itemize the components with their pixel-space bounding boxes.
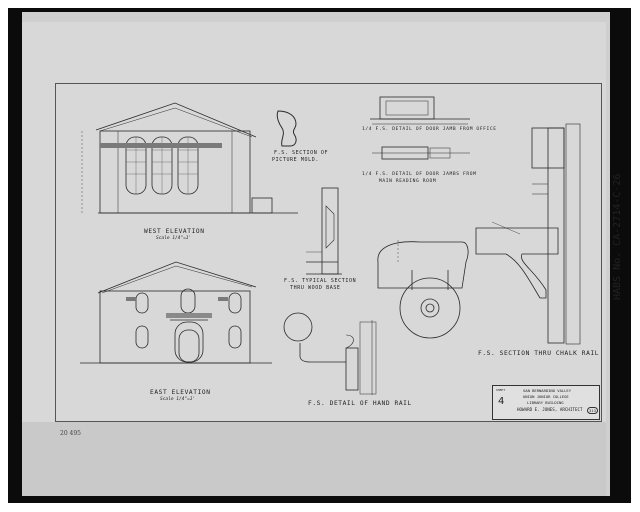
sheet-lower-margin bbox=[22, 422, 606, 496]
west-elevation-title: WEST ELEVATION bbox=[144, 228, 205, 235]
chalk-rail-title: F.S. SECTION THRU CHALK RAIL bbox=[478, 350, 600, 357]
title-line-2: UNION JUNIOR COLLEGE bbox=[523, 394, 569, 399]
door-jamb-reading-title: 1/4 F.S. DETAIL OF DOOR JAMBS FROM bbox=[362, 172, 477, 177]
picture-mold-title: F.S. SECTION OF bbox=[274, 150, 329, 156]
door-jamb-reading-title-2: MAIN READING ROOM bbox=[379, 179, 437, 184]
title-block: SHEET 4 SAN BERNARDINO VALLEY UNION JUNI… bbox=[492, 385, 600, 420]
sheet-number: 4 bbox=[498, 396, 505, 407]
east-elevation-scale: Scale 1/4"=1' bbox=[160, 397, 196, 402]
east-elevation-title: EAST ELEVATION bbox=[150, 389, 211, 396]
west-elevation-drawing bbox=[81, 102, 298, 214]
handwritten-note: 20 495 bbox=[60, 430, 81, 437]
drawing-border bbox=[55, 83, 602, 422]
wood-base-title-2: THRU WOOD BASE bbox=[290, 285, 341, 291]
wood-base-drawing bbox=[306, 187, 342, 275]
picture-mold-drawing bbox=[276, 110, 297, 147]
drawing-number: 313 bbox=[587, 407, 598, 414]
architect-name: HOWARD E. JONES, ARCHITECT bbox=[517, 407, 583, 412]
west-elevation-scale: Scale 1/4"=1' bbox=[156, 236, 192, 241]
picture-mold-title-2: PICTURE MOLD. bbox=[272, 157, 319, 163]
rail-bracket-drawing bbox=[377, 240, 469, 339]
chalk-rail-drawing bbox=[475, 123, 581, 345]
door-jamb-reading-drawing bbox=[372, 146, 470, 160]
sheet-label: SHEET bbox=[496, 388, 506, 392]
door-jamb-office-drawing bbox=[370, 96, 470, 125]
door-jamb-office-title: 1/4 F.S. DETAIL OF DOOR JAMB FROM OFFICE bbox=[362, 127, 497, 132]
wood-base-title: F.S. TYPICAL SECTION bbox=[284, 278, 357, 284]
east-elevation-drawing bbox=[80, 261, 272, 364]
title-line-1: SAN BERNARDINO VALLEY bbox=[523, 388, 572, 393]
habs-archive-id: HABS No. CA-2714-C-26 bbox=[612, 173, 623, 300]
title-line-3: LIBRARY BUILDING bbox=[527, 400, 564, 405]
hand-rail-drawing bbox=[283, 312, 377, 395]
drawing-sheet bbox=[22, 22, 606, 422]
hand-rail-title: F.S. DETAIL OF HAND RAIL bbox=[308, 400, 412, 407]
